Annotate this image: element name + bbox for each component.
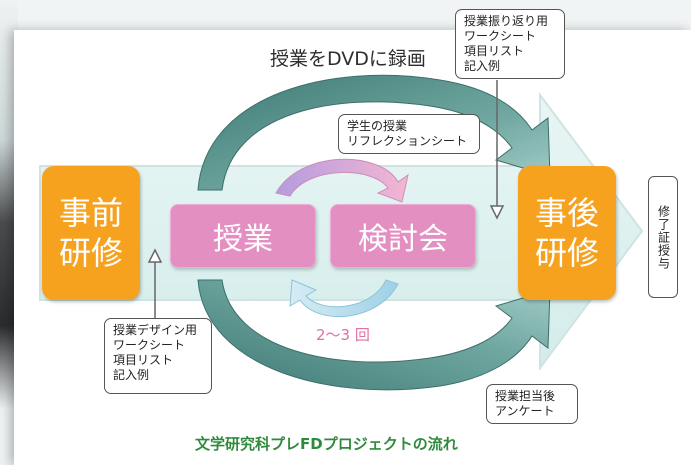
post-training-line1: 事後 [534, 194, 599, 232]
class-box: 授業 [170, 204, 316, 268]
recording-label: 授業をDVDに録画 [270, 48, 426, 70]
review-meeting-label: 検討会 [358, 222, 448, 257]
pre-training-line2: 研修 [58, 234, 123, 272]
post-training-line2: 研修 [534, 234, 599, 272]
review-loop-arrow-top [275, 158, 409, 203]
pre-training-box: 事前 研修 [42, 166, 140, 300]
review-loop-arrow-bottom [289, 279, 399, 318]
diagram-caption: 文学研究科プレFDプロジェクトの流れ [195, 435, 458, 453]
review-meeting-box: 検討会 [330, 204, 476, 268]
background-photo-edge [0, 0, 18, 465]
upper-curved-arrow [197, 74, 551, 191]
student-reflection-note: 学生の授業 リフレクションシート [338, 114, 480, 154]
certificate-award-label: 修了証授与 [656, 204, 671, 270]
lower-curved-arrow [197, 279, 551, 391]
pre-training-line1: 事前 [58, 194, 123, 232]
post-survey-note: 授業担当後 アンケート [486, 384, 578, 424]
reflection-worksheet-arrow [489, 80, 505, 220]
class-label: 授業 [213, 222, 273, 257]
certificate-award-box: 修了証授与 [648, 176, 678, 298]
reflection-worksheet-note: 授業振り返り用 ワークシート 項目リスト 記入例 [455, 9, 565, 79]
post-training-box: 事後 研修 [518, 166, 616, 300]
design-worksheet-note: 授業デザイン用 ワークシート 項目リスト 記入例 [104, 318, 212, 394]
repeat-count-label: 2〜3 回 [316, 326, 370, 344]
design-worksheet-arrow [147, 248, 163, 318]
